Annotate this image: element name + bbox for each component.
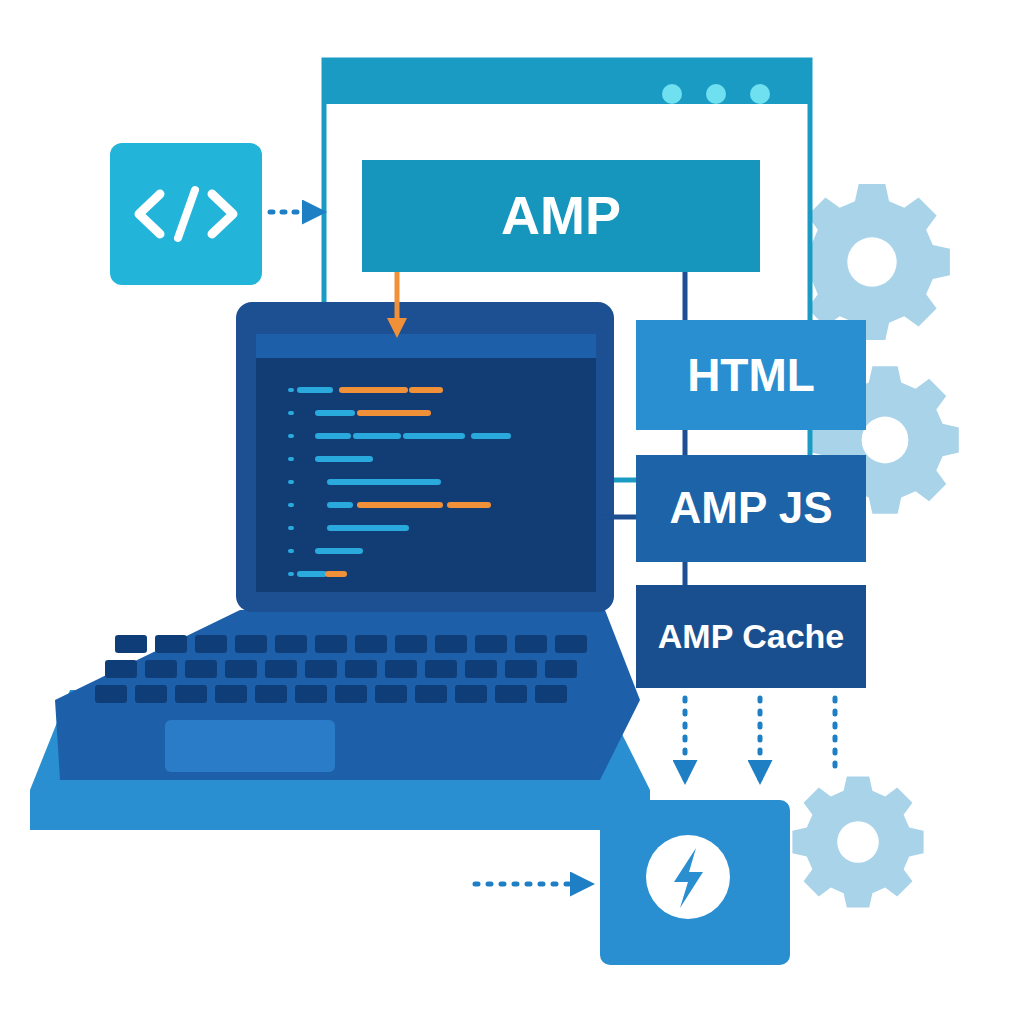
box-label: HTML <box>687 350 815 401</box>
dotted-arrow <box>475 882 590 887</box>
stack-connector <box>683 562 688 585</box>
laptop <box>30 302 650 830</box>
amp-logo-box <box>600 800 790 965</box>
code-icon <box>110 143 262 285</box>
gear <box>792 776 923 907</box>
amp-js-box: AMP JS <box>636 455 866 562</box>
stack-connector <box>683 430 688 455</box>
gear <box>794 184 950 340</box>
dotted-arrows <box>685 698 835 780</box>
wire <box>596 515 636 520</box>
stack-connector <box>683 272 688 320</box>
amp-box: AMP <box>362 160 760 272</box>
amp-cache-box: AMP Cache <box>636 585 866 688</box>
box-label: AMP Cache <box>658 618 844 655</box>
html-box: HTML <box>636 320 866 430</box>
box-label: AMP <box>501 186 621 245</box>
box-label: AMP JS <box>669 484 832 532</box>
dotted-arrow <box>270 210 322 215</box>
